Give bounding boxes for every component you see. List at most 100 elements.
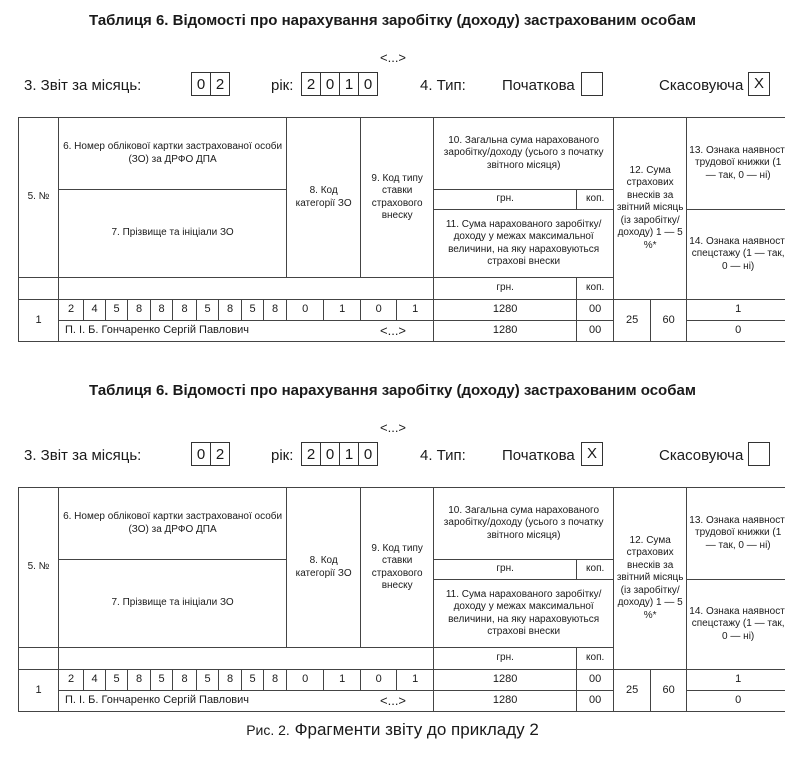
id-digit: 5 bbox=[150, 669, 173, 691]
header-kop: коп. bbox=[576, 647, 615, 670]
ellipsis-bottom: <...> bbox=[380, 323, 407, 338]
total-kop: 00 bbox=[576, 669, 615, 691]
ellipsis-bottom: <...> bbox=[380, 693, 407, 708]
id-digit: 5 bbox=[241, 299, 264, 321]
header-kop: коп. bbox=[576, 189, 615, 210]
total-grn: 1280 bbox=[433, 669, 578, 691]
header-limit-earnings: 11. Сума нарахованого заробітку/ доходу … bbox=[433, 209, 615, 278]
table-title: Таблиця 6. Відомості про нарахування зар… bbox=[89, 12, 696, 29]
limit-grn: 1280 bbox=[433, 690, 578, 712]
header-workbook-flag: 13. Ознака наявності трудової книжки (1 … bbox=[686, 487, 785, 580]
rate-code-digit: 1 bbox=[396, 669, 435, 691]
month-digit: 0 bbox=[191, 72, 211, 96]
category-code: 0 bbox=[286, 669, 325, 691]
rate-code-digit: 0 bbox=[360, 299, 398, 321]
person-name: П. І. Б. Гончаренко Сергій Павлович bbox=[57, 320, 435, 342]
workbook-flag: 1 bbox=[686, 669, 785, 691]
initial-checkbox[interactable] bbox=[581, 72, 603, 96]
rate-code-digit: 1 bbox=[323, 669, 362, 691]
special-flag: 0 bbox=[686, 320, 785, 342]
table-row: П. І. Б. Гончаренко Сергій Павлович 1280… bbox=[19, 690, 785, 712]
contrib-kop: 60 bbox=[650, 669, 688, 712]
category-code: 0 bbox=[286, 299, 325, 321]
total-grn: 1280 bbox=[433, 299, 578, 321]
id-digit: 8 bbox=[127, 299, 151, 321]
insured-persons-table: 5. № 6. Номер облікової картки застрахов… bbox=[18, 487, 785, 712]
year-field[interactable]: 2 0 1 0 bbox=[301, 442, 378, 466]
id-digit: 4 bbox=[83, 299, 106, 321]
header-special-experience-flag: 14. Ознака наявності спецстажу (1 — так,… bbox=[686, 579, 785, 670]
header-limit-earnings: 11. Сума нарахованого заробітку/ доходу … bbox=[433, 579, 615, 648]
id-digit: 8 bbox=[127, 669, 151, 691]
id-digit: 2 bbox=[58, 299, 84, 321]
month-digit: 0 bbox=[191, 442, 211, 466]
row-number: 1 bbox=[18, 669, 59, 712]
year-digit: 0 bbox=[358, 442, 378, 466]
limit-kop: 00 bbox=[576, 690, 615, 712]
id-digit: 5 bbox=[105, 669, 128, 691]
spacer-cell bbox=[18, 277, 59, 300]
month-digit: 2 bbox=[210, 442, 230, 466]
cancel-checkbox[interactable]: X bbox=[748, 72, 770, 96]
header-card-number: 6. Номер облікової картки застрахованої … bbox=[57, 487, 288, 560]
cancel-checkbox[interactable] bbox=[748, 442, 770, 466]
header-total-earnings: 10. Загальна сума нарахованого заробітку… bbox=[433, 117, 615, 190]
initial-label: Початкова bbox=[502, 447, 575, 464]
spacer-cell bbox=[18, 647, 59, 670]
table-row: П. І. Б. Гончаренко Сергій Павлович 1280… bbox=[19, 320, 785, 342]
month-field[interactable]: 0 2 bbox=[191, 72, 230, 96]
initial-checkbox[interactable]: X bbox=[581, 442, 603, 466]
id-digit: 8 bbox=[172, 669, 197, 691]
header-card-number: 6. Номер облікової картки застрахованої … bbox=[57, 117, 288, 190]
header-rate-type-code: 9. Код типу ставки страхового внеску bbox=[360, 117, 435, 278]
total-kop: 00 bbox=[576, 299, 615, 321]
header-row-number: 5. № bbox=[18, 487, 59, 648]
year-field[interactable]: 2 0 1 0 bbox=[301, 72, 378, 96]
id-digit: 4 bbox=[83, 669, 106, 691]
insured-persons-table: 5. № 6. Номер облікової картки застрахов… bbox=[18, 117, 785, 342]
report-header-line: 3. Звіт за місяць: 0 2 рік: 2 0 1 0 4. Т… bbox=[0, 72, 785, 102]
report-header-line: 3. Звіт за місяць: 0 2 рік: 2 0 1 0 4. Т… bbox=[0, 442, 785, 472]
id-digit: 8 bbox=[150, 299, 173, 321]
header-grn: грн. bbox=[433, 559, 578, 580]
year-label: рік: bbox=[271, 447, 294, 464]
workbook-flag: 1 bbox=[686, 299, 785, 321]
report-month-label: 3. Звіт за місяць: bbox=[24, 77, 142, 94]
table-row: 1 2 4 5 8 5 8 5 8 5 8 0 1 0 1 1280 00 25… bbox=[18, 669, 785, 712]
table-title: Таблиця 6. Відомості про нарахування зар… bbox=[89, 382, 696, 399]
contrib-grn: 25 bbox=[613, 299, 652, 342]
id-digit: 5 bbox=[105, 299, 128, 321]
cancel-label: Скасовуюча bbox=[659, 77, 744, 94]
header-grn: грн. bbox=[433, 277, 578, 300]
header-category-code: 8. Код категорії ЗО bbox=[286, 487, 362, 648]
type-label: 4. Тип: bbox=[420, 447, 466, 464]
header-grn: грн. bbox=[433, 189, 578, 210]
report-month-label: 3. Звіт за місяць: bbox=[24, 447, 142, 464]
id-digit: 8 bbox=[218, 669, 242, 691]
id-digit: 2 bbox=[58, 669, 84, 691]
figure-caption: Рис. 2. Фрагменти звіту до прикладу 2 bbox=[0, 720, 785, 740]
year-digit: 2 bbox=[301, 72, 321, 96]
person-name: П. І. Б. Гончаренко Сергій Павлович bbox=[57, 690, 435, 712]
header-contributions: 12. Сума страхових внесків за звітний мі… bbox=[613, 487, 688, 670]
contrib-kop: 60 bbox=[650, 299, 688, 342]
contrib-grn: 25 bbox=[613, 669, 652, 712]
header-rate-type-code: 9. Код типу ставки страхового внеску bbox=[360, 487, 435, 648]
rate-code-digit: 1 bbox=[323, 299, 362, 321]
header-full-name: 7. Прізвище та ініціали ЗО bbox=[57, 559, 288, 648]
id-digit: 5 bbox=[196, 669, 219, 691]
id-digit: 8 bbox=[262, 669, 288, 691]
cancel-label: Скасовуюча bbox=[659, 447, 744, 464]
spacer-cell bbox=[57, 277, 435, 300]
limit-kop: 00 bbox=[576, 320, 615, 342]
header-kop: коп. bbox=[576, 277, 615, 300]
month-digit: 2 bbox=[210, 72, 230, 96]
special-flag: 0 bbox=[686, 690, 785, 712]
year-digit: 2 bbox=[301, 442, 321, 466]
header-workbook-flag: 13. Ознака наявності трудової книжки (1 … bbox=[686, 117, 785, 210]
caption-text: Фрагменти звіту до прикладу 2 bbox=[294, 720, 539, 739]
month-field[interactable]: 0 2 bbox=[191, 442, 230, 466]
caption-prefix: Рис. 2. bbox=[246, 722, 290, 738]
id-digit: 5 bbox=[241, 669, 264, 691]
rate-code-digit: 0 bbox=[360, 669, 398, 691]
